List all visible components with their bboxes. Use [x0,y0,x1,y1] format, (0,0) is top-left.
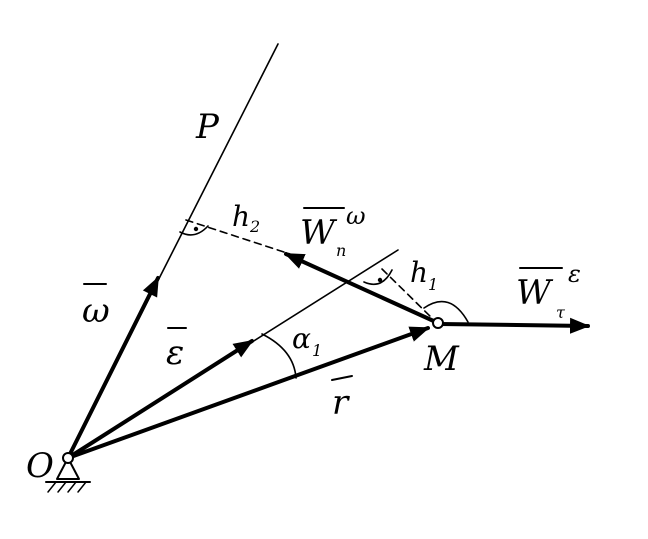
label-p: P [195,107,220,147]
label-epsilon: ε [166,333,184,373]
label-wn-sup: ω [346,202,366,230]
label-epsilon-group: ε [166,327,187,373]
vector-epsilon [66,339,254,460]
label-wn: W [300,213,338,253]
fixed-support-icon [45,452,91,493]
label-alpha1-group: α 1 [292,322,322,360]
label-h2-sub: 2 [249,217,260,236]
label-m: M [423,339,460,379]
label-wt-epsilon-group: W τ ε [516,260,581,322]
vector-wn-omega [284,252,440,325]
perpendicular-h1 [381,268,437,323]
label-wt: W [516,273,554,313]
label-h2: h [232,200,250,233]
label-omega-group: ω [82,283,110,331]
label-omega: ω [82,291,110,331]
label-alpha-sub: 1 [312,341,322,360]
perpendicular-h2 [185,219,291,255]
label-h2-group: h 2 [232,200,260,236]
label-wt-sub: τ [556,303,566,322]
vector-r [66,326,430,460]
label-wn-omega-group: W n ω [300,202,366,260]
right-angle-mark-h2 [179,225,209,236]
label-h1-sub: 1 [428,275,438,294]
vector-wt-epsilon [438,317,590,334]
label-r: r [332,383,350,423]
label-alpha: α [292,322,311,355]
label-r-group: r [331,375,353,423]
right-angle-dot-h2 [193,226,199,232]
right-angle-dot-h1 [377,277,383,283]
right-angle-mark-h1 [363,269,393,286]
label-h1: h [410,256,428,289]
label-o: O [26,446,54,486]
label-wt-sup: ε [568,260,581,288]
angle-arc-alpha1 [261,333,297,379]
angle-arc-m [423,300,469,323]
vector-omega [66,276,160,460]
label-h1-group: h 1 [410,256,438,294]
point-m-marker [432,317,444,329]
label-wn-sub: n [336,241,346,260]
